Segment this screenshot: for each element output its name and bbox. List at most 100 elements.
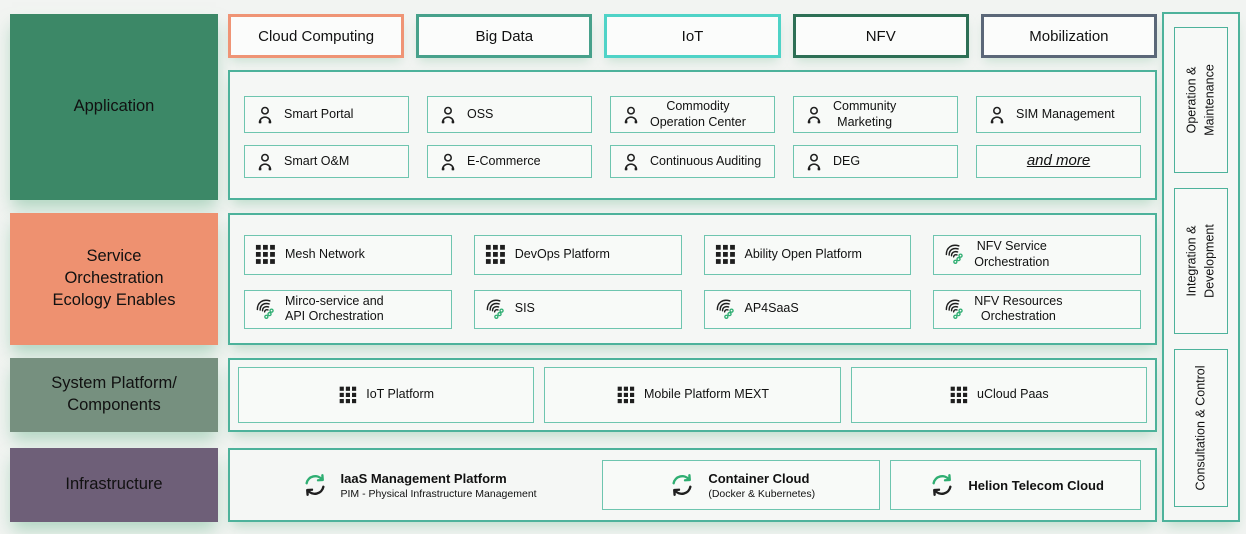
item-text: Container Cloud(Docker & Kubernetes)	[708, 471, 815, 500]
cloud-sync-icon	[667, 470, 697, 500]
item-label: Mesh Network	[285, 246, 365, 261]
rail-item-integration-development: Integration & Development	[1174, 188, 1228, 334]
item-sublabel: (Docker & Kubernetes)	[708, 487, 816, 500]
tab-iot: IoT	[604, 14, 781, 58]
item-label: DevOps Platform	[514, 246, 610, 261]
swirl-icon	[484, 298, 507, 321]
item-sublabel: PIM - Physical Infrastructure Management	[340, 487, 537, 500]
tab-nfv: NFV	[792, 14, 969, 58]
service-items-grid: Mesh Network DevOps Platform Ability Open …	[230, 215, 1155, 343]
item-label: AP4SaaS	[744, 301, 799, 316]
cloud-sync-icon	[927, 470, 957, 500]
system-items-grid: IoT Platform Mobile Platform MEXT uCloud P…	[230, 360, 1155, 430]
rail-item-label: Operation & Maintenance	[1184, 64, 1217, 136]
item-mesh-network: Mesh Network	[244, 235, 452, 275]
swirl-icon	[943, 298, 966, 321]
technology-tabs-row: Cloud Computing Big Data IoT NFV Mobiliz…	[228, 14, 1158, 58]
item-community-marketing: Community Marketing	[793, 96, 958, 134]
item-helion-telecom-cloud: Helion Telecom Cloud	[890, 460, 1141, 510]
item-oss: OSS	[427, 96, 592, 134]
item-container-cloud: Container Cloud(Docker & Kubernetes)	[602, 460, 881, 510]
grid-icon	[949, 385, 969, 405]
item-label: DEG	[833, 153, 861, 168]
item-commodity-operation-center: Commodity Operation Center	[610, 96, 775, 134]
item-label: E-Commerce	[467, 153, 541, 168]
application-items-grid: Smart Portal OSS Commodity Operation Cen…	[230, 72, 1155, 198]
item-text: Helion Telecom Cloud	[968, 478, 1104, 493]
service-orchestration-panel: Mesh Network DevOps Platform Ability Open …	[228, 213, 1157, 345]
cloud-sync-icon	[300, 470, 330, 500]
item-devops-platform: DevOps Platform	[473, 235, 682, 275]
sidebar-item-service-orchestration: Service Orchestration Ecology Enables	[10, 213, 218, 345]
swirl-icon	[943, 243, 966, 266]
item-label: Continuous Auditing	[650, 153, 762, 168]
item-label: NFV Resources Orchestration	[974, 293, 1063, 324]
item-label: Container Cloud	[708, 470, 810, 486]
item-label: IaaS Management Platform	[340, 470, 507, 486]
item-label: SIM Management	[1016, 106, 1115, 121]
item-label: IoT Platform	[366, 387, 435, 402]
person-icon	[254, 151, 276, 173]
person-icon	[620, 104, 642, 126]
item-nfv-service-orchestration: NFV Service Orchestration	[933, 235, 1141, 275]
item-sim-management: SIM Management	[976, 96, 1141, 134]
person-icon	[437, 151, 459, 173]
item-label: NFV Service Orchestration	[974, 239, 1050, 269]
person-icon	[986, 104, 1008, 126]
item-deg: DEG	[793, 145, 958, 178]
item-mirco-service-and-api-orchestration: Mirco-service and API Orchestration	[244, 289, 452, 329]
item-label: Smart O&M	[284, 153, 350, 168]
item-label: and more	[1026, 152, 1091, 170]
item-label: Ability Open Platform	[744, 246, 862, 261]
item-label: Commodity Operation Center	[650, 99, 746, 129]
person-icon	[254, 104, 276, 126]
item-mobile-platform-mext: Mobile Platform MEXT	[544, 367, 841, 423]
sidebar-item-system-platform: System Platform/ Components	[10, 358, 218, 432]
item-ucloud-paas: uCloud Paas	[850, 367, 1147, 423]
sidebar-item-infrastructure: Infrastructure	[10, 448, 218, 522]
services-rail: Operation & Maintenance Integration & De…	[1162, 12, 1240, 522]
sidebar-item-application: Application	[10, 14, 218, 200]
swirl-icon	[254, 298, 277, 321]
rail-item-operation-maintenance: Operation & Maintenance	[1174, 27, 1228, 173]
item-ability-open-platform: Ability Open Platform	[703, 235, 912, 275]
item-smart-portal: Smart Portal	[244, 96, 409, 134]
grid-icon	[714, 243, 737, 266]
swirl-icon	[714, 298, 737, 321]
grid-icon	[616, 385, 636, 405]
item-and-more: and more	[976, 145, 1141, 178]
rail-item-consultation-control: Consultation & Control	[1174, 349, 1228, 507]
person-icon	[620, 151, 642, 173]
system-platform-panel: IoT Platform Mobile Platform MEXT uCloud P…	[228, 358, 1157, 432]
rail-item-label: Consultation & Control	[1193, 365, 1208, 491]
item-label: Mobile Platform MEXT	[643, 387, 769, 402]
item-e-commerce: E-Commerce	[427, 145, 592, 178]
person-icon	[437, 104, 459, 126]
tab-cloud-computing: Cloud Computing	[228, 14, 405, 58]
grid-icon	[484, 243, 507, 266]
item-label: Helion Telecom Cloud	[968, 477, 1104, 493]
grid-icon	[338, 385, 358, 405]
item-label: uCloud Paas	[977, 387, 1049, 402]
item-label: SIS	[514, 301, 535, 316]
application-panel: Smart Portal OSS Commodity Operation Cen…	[228, 70, 1157, 200]
item-smart-o-m: Smart O&M	[244, 145, 409, 178]
item-label: Mirco-service and API Orchestration	[285, 293, 384, 324]
item-nfv-resources-orchestration: NFV Resources Orchestration	[933, 289, 1141, 329]
tab-mobilization: Mobilization	[980, 14, 1158, 58]
item-sis: SIS	[473, 289, 682, 329]
item-label: Smart Portal	[284, 106, 354, 121]
item-continuous-auditing: Continuous Auditing	[610, 145, 775, 178]
tab-big-data: Big Data	[416, 14, 593, 58]
item-iot-platform: IoT Platform	[238, 367, 535, 423]
person-icon	[803, 151, 825, 173]
item-label: OSS	[467, 106, 494, 121]
item-label: Community Marketing	[833, 99, 897, 129]
person-icon	[803, 104, 825, 126]
rail-item-label: Integration & Development	[1184, 224, 1217, 298]
